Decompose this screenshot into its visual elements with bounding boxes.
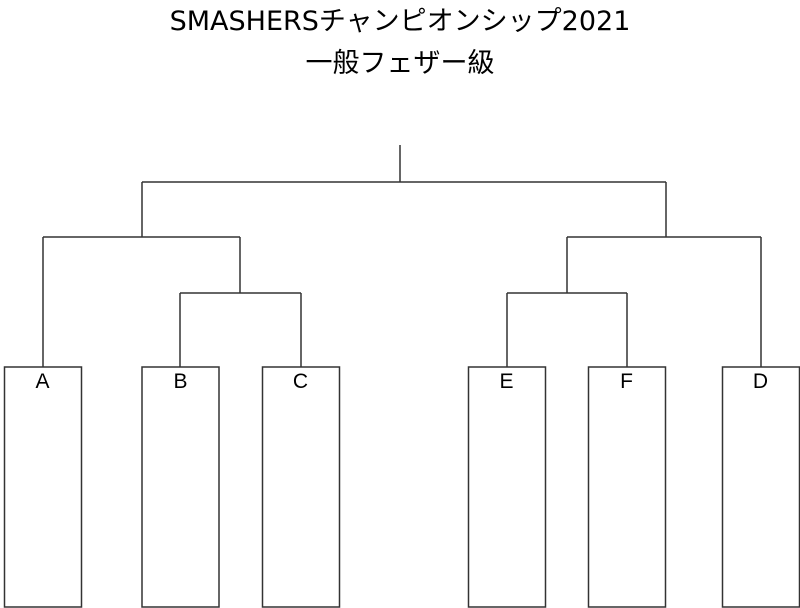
entrant-box-c <box>261 366 341 608</box>
entrant-box-e <box>467 366 547 608</box>
entrant-box-f <box>587 366 667 608</box>
entrant-label-a: A <box>35 370 50 393</box>
entrant-label-b: B <box>173 370 188 393</box>
left-semifinal-connector <box>42 182 302 367</box>
entrant-label-e: E <box>499 370 514 393</box>
division-title: 一般フェザー級 <box>305 48 495 79</box>
tournament-title: SMASHERSチャンピオンシップ2021 <box>169 6 631 37</box>
entrant-box-d <box>721 366 800 608</box>
entrant-label-c: C <box>292 370 309 393</box>
right-semifinal-connector <box>506 182 762 367</box>
final-connector <box>142 145 666 183</box>
entrant-label-d: D <box>752 370 769 393</box>
entrant-label-f: F <box>620 370 633 393</box>
entrant-box-b <box>141 366 220 608</box>
entrant-box-a <box>3 366 83 608</box>
